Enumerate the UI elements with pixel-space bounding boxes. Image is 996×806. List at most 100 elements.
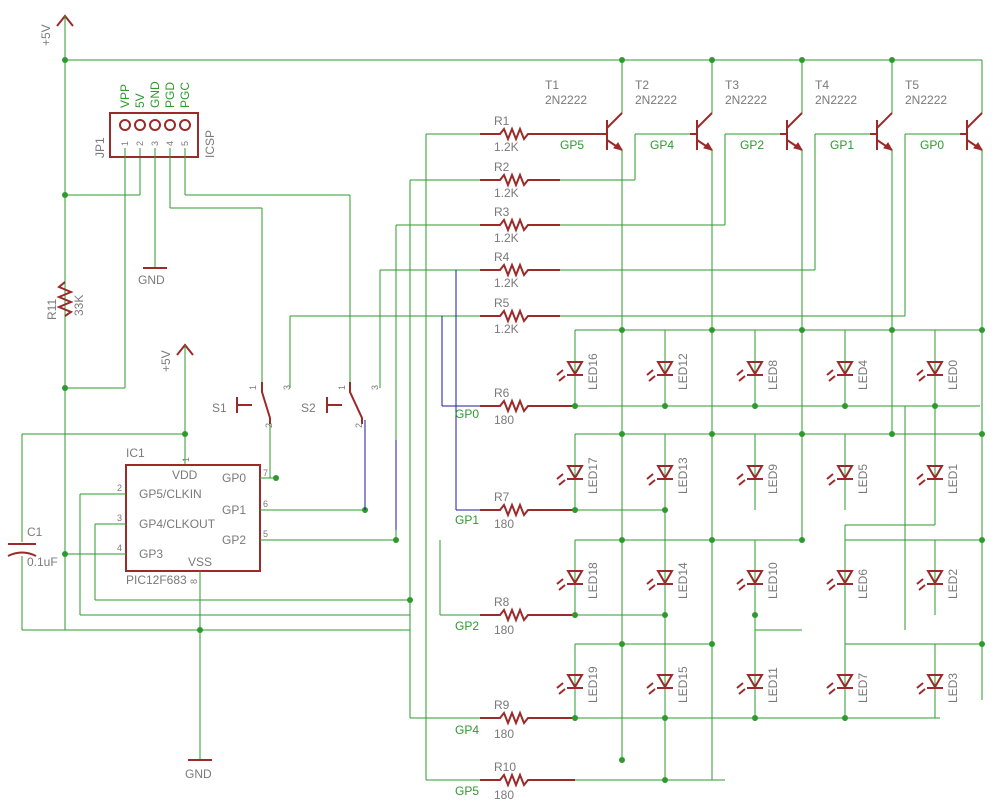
ic-pin-label-vdd: VDD xyxy=(172,468,198,482)
base-resistor-r3-ref: R3 xyxy=(494,205,510,219)
ic-pin-num-5: 5 xyxy=(263,529,268,539)
ground-label-main: GND xyxy=(185,767,212,781)
ic-pin-label-gp4: GP4/CLKOUT xyxy=(139,517,216,531)
led-label: LED18 xyxy=(586,562,600,599)
led-label: LED17 xyxy=(586,457,600,494)
row-resistor-r8 xyxy=(480,607,665,623)
transistor-t2-net: GP4 xyxy=(650,138,674,152)
led-label: LED3 xyxy=(946,673,960,703)
capacitor-ref: C1 xyxy=(27,525,43,539)
ic-pin-label-gp0: GP0 xyxy=(222,471,246,485)
led-label: LED5 xyxy=(856,464,870,494)
row-resistor-r10-ref: R10 xyxy=(494,760,516,774)
base-resistor-r5 xyxy=(480,308,560,324)
base-wires xyxy=(560,133,960,317)
switch-s1-pin1: 1 xyxy=(248,385,258,390)
row-resistor-r6-net: GP0 xyxy=(455,407,479,421)
ic-pin-num-8: 8 xyxy=(189,579,199,584)
base-resistor-r3 xyxy=(480,217,560,233)
led xyxy=(556,540,584,615)
vcc-ic-label: +5V xyxy=(159,350,173,372)
header-num-3: 3 xyxy=(150,141,160,146)
led xyxy=(556,330,584,406)
led-label: LED15 xyxy=(676,666,690,703)
led-label: LED2 xyxy=(946,569,960,599)
microcontroller xyxy=(62,464,413,760)
led-label: LED19 xyxy=(586,666,600,703)
transistor-t2-part: 2N2222 xyxy=(635,93,677,107)
led xyxy=(646,644,674,718)
vcc-ic-symbol xyxy=(22,343,194,465)
base-resistor-r1 xyxy=(480,126,600,142)
row-resistor-r10-value: 180 xyxy=(494,788,514,802)
led xyxy=(916,434,944,510)
ground-label-header: GND xyxy=(138,273,165,287)
led xyxy=(916,330,944,406)
transistor-t3-net: GP2 xyxy=(740,138,764,152)
led xyxy=(826,330,854,406)
transistor-t4-ref: T4 xyxy=(815,78,829,92)
ic-pin-num-2: 2 xyxy=(117,483,122,493)
base-resistor-r5-ref: R5 xyxy=(494,296,510,310)
ic-pin-label-gp5: GP5/CLKIN xyxy=(139,487,202,501)
row-resistor-r6 xyxy=(480,398,980,414)
led xyxy=(646,540,674,615)
led-label: LED1 xyxy=(946,464,960,494)
transistor-t3-part: 2N2222 xyxy=(725,93,767,107)
header-ref: JP1 xyxy=(93,137,107,158)
transistor-t1-net: GP5 xyxy=(560,138,584,152)
header-num-2: 2 xyxy=(135,141,145,146)
base-resistor-r4-value: 1.2K xyxy=(494,276,519,290)
base-resistor-r2-value: 1.2K xyxy=(494,186,519,200)
ic-pin-label-gp3: GP3 xyxy=(139,547,163,561)
switch-s2-pin1: 1 xyxy=(337,385,347,390)
row-resistor-r8-net: GP2 xyxy=(455,619,479,633)
switch-s2-ref: S2 xyxy=(301,401,316,415)
transistor-t1-ref: T1 xyxy=(545,78,559,92)
led-label: LED0 xyxy=(946,360,960,390)
ic-pin-num-3: 3 xyxy=(117,513,122,523)
led-label: LED12 xyxy=(676,353,690,390)
ic-pin-num-4: 4 xyxy=(117,543,122,553)
led xyxy=(646,330,674,406)
switch-s2-pin2: 2 xyxy=(354,423,364,428)
row-resistor-r7-net: GP1 xyxy=(455,513,479,527)
led-label: LED16 xyxy=(586,353,600,390)
led-label: LED13 xyxy=(676,457,690,494)
led xyxy=(556,434,584,510)
capacitor xyxy=(7,434,410,633)
row-resistor-r7-ref: R7 xyxy=(494,490,510,504)
switch-s1-ref: S1 xyxy=(212,401,227,415)
row-resistor-r10 xyxy=(480,772,725,788)
header-wires xyxy=(62,148,351,391)
transistor-t4 xyxy=(870,57,895,434)
base-resistor-r2-ref: R2 xyxy=(494,160,510,174)
row-resistor-r9 xyxy=(480,710,940,726)
switch-s1 xyxy=(236,316,291,481)
row-resistor-r8-value: 180 xyxy=(494,623,514,637)
capacitor-value: 0.1uF xyxy=(27,555,58,569)
row-resistor-r7 xyxy=(480,502,665,518)
switch-s2 xyxy=(270,270,381,513)
transistor-t2-ref: T2 xyxy=(635,78,649,92)
transistor-t4-part: 2N2222 xyxy=(815,93,857,107)
base-resistor-r1-ref: R1 xyxy=(494,114,510,128)
matrix-wires xyxy=(572,327,985,783)
vcc-top-label: +5V xyxy=(39,24,53,46)
led-label: LED14 xyxy=(676,562,690,599)
ic-pin-num-1: 1 xyxy=(181,457,191,462)
row-resistor-r9-net: GP4 xyxy=(455,723,479,737)
transistor-t3-ref: T3 xyxy=(725,78,739,92)
switch-s1-pin2: 2 xyxy=(264,423,274,428)
ic-pin-label-gp1: GP1 xyxy=(222,503,246,517)
led xyxy=(736,644,764,718)
ic-pin-label-gp2: GP2 xyxy=(222,533,246,547)
header-pin-pgd: PGD xyxy=(163,82,177,108)
led xyxy=(736,540,764,615)
base-resistor-r2 xyxy=(480,172,560,188)
header-num-5: 5 xyxy=(180,141,190,146)
led-label: LED10 xyxy=(766,562,780,599)
bus-wires xyxy=(290,133,480,781)
header-pin-gnd: GND xyxy=(148,81,162,108)
